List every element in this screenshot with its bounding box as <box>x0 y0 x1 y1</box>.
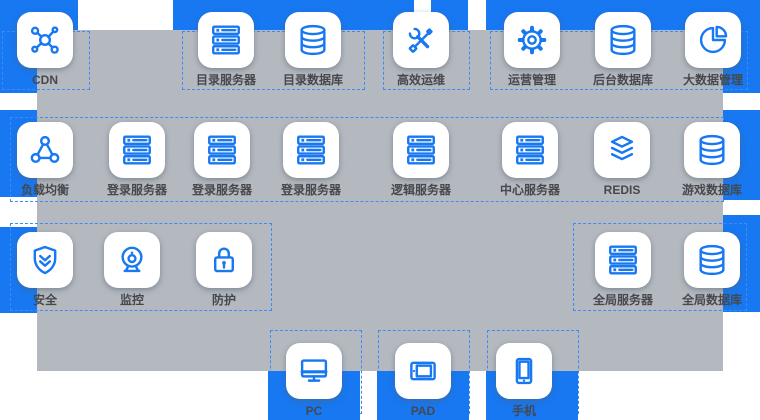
group-box-global <box>573 223 747 311</box>
node-label: 全局服务器 <box>592 293 653 307</box>
node-label: 全局数据库 <box>681 293 742 307</box>
database-icon <box>695 133 729 167</box>
node-ops-maintenance: 高效运维 <box>376 12 466 87</box>
node-label: 运营管理 <box>507 73 556 87</box>
wrench-screwdriver-icon <box>404 23 438 57</box>
server-rack-icon <box>120 133 154 167</box>
group-box-security <box>10 223 272 311</box>
node-login-server-3: 登录服务器 <box>266 122 356 197</box>
cdn-network-icon <box>28 23 62 57</box>
node-global-server: 全局服务器 <box>578 232 668 307</box>
node-login-server-2: 登录服务器 <box>177 122 267 197</box>
node-login-server-1: 登录服务器 <box>92 122 182 197</box>
server-rack-icon <box>404 133 438 167</box>
node-pad: PAD <box>378 343 468 418</box>
node-bigdata-management: 大数据管理 <box>668 12 758 87</box>
node-redis: REDIS <box>577 122 667 197</box>
node-label: 高效运维 <box>396 73 445 87</box>
webcam-icon <box>115 243 149 277</box>
node-label: CDN <box>32 73 58 87</box>
group-box-directory <box>182 31 365 90</box>
node-monitor: 监控 <box>87 232 177 307</box>
node-label: PAD <box>410 404 436 418</box>
node-label: 登录服务器 <box>106 183 167 197</box>
node-label: 负载均衡 <box>20 183 69 197</box>
server-rack-icon <box>513 133 547 167</box>
node-security: 安全 <box>0 232 90 307</box>
padlock-icon <box>207 243 241 277</box>
node-label: 安全 <box>32 293 57 307</box>
tablet-icon <box>406 354 440 388</box>
node-label: 逻辑服务器 <box>390 183 451 197</box>
node-label: REDIS <box>603 183 641 197</box>
gear-icon <box>515 23 549 57</box>
node-label: 中心服务器 <box>499 183 560 197</box>
stacked-layers-icon <box>605 133 639 167</box>
node-label: 游戏数据库 <box>681 183 742 197</box>
shield-icon <box>28 243 62 277</box>
node-label: PC <box>305 404 323 418</box>
node-pc: PC <box>269 343 359 418</box>
mobile-phone-icon <box>507 354 541 388</box>
node-center-server: 中心服务器 <box>485 122 575 197</box>
node-label: 大数据管理 <box>682 73 743 87</box>
triangle-network-icon <box>28 133 62 167</box>
database-icon <box>296 23 330 57</box>
database-icon <box>695 243 729 277</box>
node-label: 手机 <box>511 404 536 418</box>
node-logic-server: 逻辑服务器 <box>376 122 466 197</box>
node-cdn: CDN <box>0 12 90 87</box>
desktop-monitor-icon <box>297 354 331 388</box>
node-label: 登录服务器 <box>191 183 252 197</box>
node-load-balance: 负载均衡 <box>0 122 90 197</box>
server-rack-icon <box>209 23 243 57</box>
diagram-panel <box>37 30 723 371</box>
server-rack-icon <box>205 133 239 167</box>
node-protection: 防护 <box>179 232 269 307</box>
node-ops-management: 运营管理 <box>487 12 577 87</box>
node-game-database: 游戏数据库 <box>667 122 757 197</box>
node-label: 登录服务器 <box>280 183 341 197</box>
server-rack-icon <box>606 243 640 277</box>
node-label: 目录服务器 <box>195 73 256 87</box>
node-directory-database: 目录数据库 <box>268 12 358 87</box>
node-label: 目录数据库 <box>282 73 343 87</box>
server-rack-icon <box>294 133 328 167</box>
node-mobile: 手机 <box>479 343 569 418</box>
node-global-database: 全局数据库 <box>667 232 757 307</box>
node-label: 监控 <box>119 293 144 307</box>
pie-chart-icon <box>696 23 730 57</box>
node-backend-database: 后台数据库 <box>578 12 668 87</box>
database-icon <box>606 23 640 57</box>
node-directory-server: 目录服务器 <box>181 12 271 87</box>
node-label: 后台数据库 <box>592 73 653 87</box>
node-label: 防护 <box>211 293 236 307</box>
